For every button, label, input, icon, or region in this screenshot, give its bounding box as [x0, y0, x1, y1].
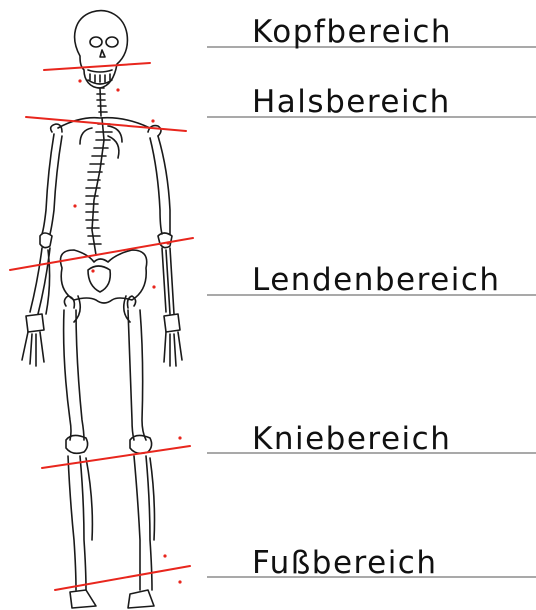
skull: [75, 11, 128, 88]
right-arm: [150, 136, 182, 366]
label-foot: Fußbereich: [252, 548, 438, 579]
label-head: Kopfbereich: [252, 17, 452, 48]
pelvis: [61, 250, 147, 322]
left-arm: [22, 134, 62, 366]
cervical-spine: [97, 88, 107, 116]
label-neck: Halsbereich: [252, 87, 451, 118]
ribcage: [80, 118, 122, 255]
marker-knee: [42, 446, 190, 468]
marker-head: [44, 63, 150, 70]
label-lumbar: Lendenbereich: [252, 265, 501, 296]
label-knee: Kniebereich: [252, 424, 451, 455]
left-leg: [64, 296, 96, 608]
